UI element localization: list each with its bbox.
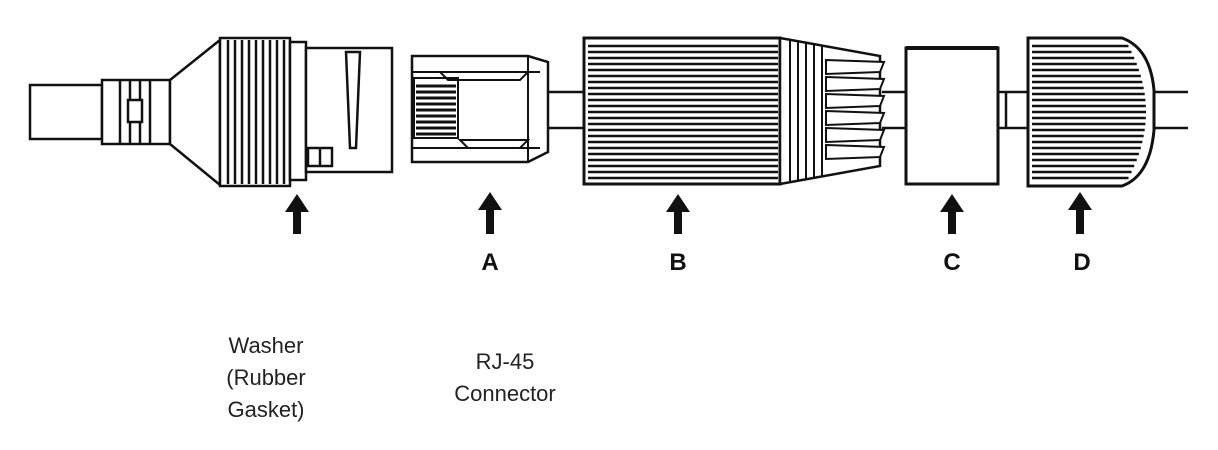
ethernet-cable-segment: [548, 90, 586, 130]
arrow-c: [940, 194, 964, 234]
washer-rubber-gasket: [288, 40, 308, 182]
label-d: D: [1073, 249, 1090, 276]
connector-boot-cone: [168, 37, 222, 188]
caption-washer-line2: (Rubber: [226, 365, 306, 390]
cable-stub: [28, 83, 104, 141]
strain-relief: [100, 78, 172, 146]
label-c: C: [943, 249, 960, 276]
arrow-washer: [285, 194, 309, 234]
caption-rj45-line2: Connector: [454, 381, 556, 406]
trailing-cable: [1154, 90, 1188, 130]
part-d-end-cap: [1026, 36, 1156, 188]
caption-washer: Washer (Rubber Gasket): [206, 330, 326, 426]
caption-washer-line1: Washer: [228, 333, 304, 358]
part-c-sealing-ring: [904, 46, 1000, 186]
arrow-a: [478, 192, 502, 234]
part-b-ribbed-housing: [582, 36, 886, 186]
camera-cable-end: [28, 37, 222, 188]
label-b: B: [669, 249, 686, 276]
arrow-b: [666, 194, 690, 234]
caption-washer-line3: Gasket): [227, 397, 305, 422]
arrow-d: [1068, 192, 1092, 234]
label-a: A: [481, 249, 498, 276]
part-a-rj45-connector: [410, 54, 550, 164]
ribbed-coupling-nut: [218, 36, 292, 188]
rj45-socket-housing: [304, 46, 394, 174]
caption-rj45-line1: RJ-45: [475, 349, 535, 374]
caption-rj45: RJ-45 Connector: [430, 346, 580, 410]
